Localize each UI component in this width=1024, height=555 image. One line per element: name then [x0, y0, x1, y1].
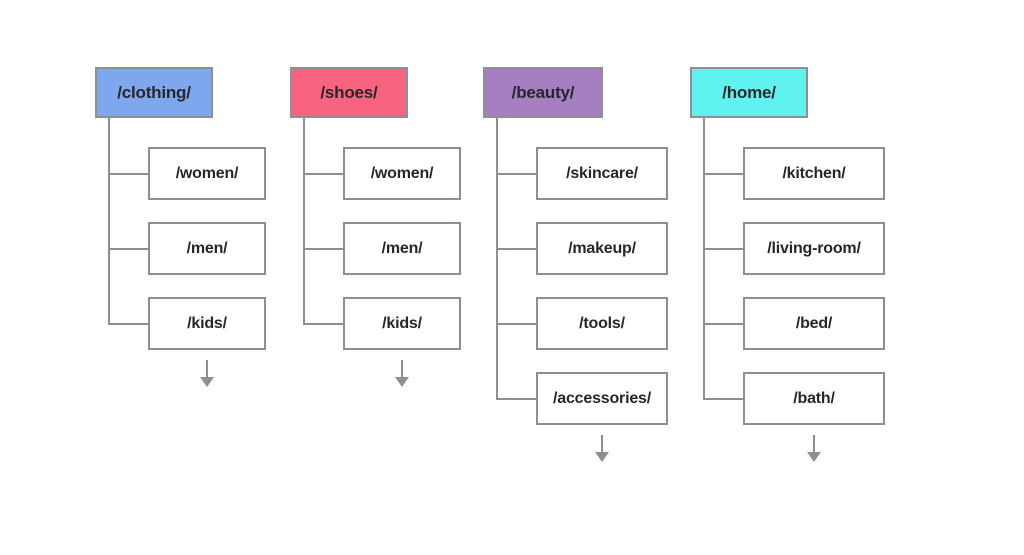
child-node-shoes-2[interactable]: /kids/: [343, 297, 461, 350]
child-node-label: /accessories/: [553, 389, 651, 407]
root-node-label: /clothing/: [117, 83, 191, 102]
child-node-label: /bath/: [793, 389, 835, 407]
child-node-home-1[interactable]: /living-room/: [743, 222, 885, 275]
continuation-arrow-stem: [401, 360, 403, 378]
child-node-label: /women/: [175, 164, 239, 182]
tree-connector-line: [703, 172, 743, 175]
tree-connector-line: [303, 172, 343, 175]
child-node-label: /bed/: [795, 314, 833, 332]
child-node-home-2[interactable]: /bed/: [743, 297, 885, 350]
tree-connector-line: [108, 172, 148, 175]
child-node-clothing-2[interactable]: /kids/: [148, 297, 266, 350]
tree-connector-line: [496, 397, 536, 400]
child-node-label: /men/: [381, 239, 423, 257]
tree-connector-line: [303, 322, 343, 325]
tree-connector-line: [496, 172, 536, 175]
tree-connector-line: [108, 322, 148, 325]
root-node-home[interactable]: /home/: [690, 67, 808, 118]
child-node-label: /tools/: [579, 314, 625, 332]
tree-connector-line: [703, 322, 743, 325]
child-node-beauty-3[interactable]: /accessories/: [536, 372, 668, 425]
child-node-label: /skincare/: [566, 164, 638, 182]
child-node-beauty-1[interactable]: /makeup/: [536, 222, 668, 275]
child-node-clothing-1[interactable]: /men/: [148, 222, 266, 275]
child-node-label: /women/: [370, 164, 434, 182]
child-node-clothing-0[interactable]: /women/: [148, 147, 266, 200]
tree-trunk-line: [703, 118, 705, 399]
root-node-label: /beauty/: [511, 83, 575, 102]
child-node-label: /kitchen/: [782, 164, 846, 182]
root-node-label: /home/: [722, 83, 776, 102]
root-node-shoes[interactable]: /shoes/: [290, 67, 408, 118]
tree-connector-line: [108, 247, 148, 250]
tree-connector-line: [303, 247, 343, 250]
tree-trunk-line: [108, 118, 110, 324]
child-node-home-0[interactable]: /kitchen/: [743, 147, 885, 200]
tree-connector-line: [496, 247, 536, 250]
tree-trunk-line: [496, 118, 498, 399]
continuation-arrow-head-icon: [200, 377, 214, 387]
tree-connector-line: [703, 397, 743, 400]
continuation-arrow-head-icon: [807, 452, 821, 462]
child-node-label: /men/: [186, 239, 228, 257]
child-node-label: /living-room/: [767, 239, 861, 257]
tree-connector-line: [703, 247, 743, 250]
child-node-shoes-1[interactable]: /men/: [343, 222, 461, 275]
child-node-label: /kids/: [382, 314, 422, 332]
root-node-beauty[interactable]: /beauty/: [483, 67, 603, 118]
root-node-label: /shoes/: [320, 83, 378, 102]
child-node-shoes-0[interactable]: /women/: [343, 147, 461, 200]
tree-trunk-line: [303, 118, 305, 324]
continuation-arrow-stem: [206, 360, 208, 378]
continuation-arrow-stem: [601, 435, 603, 453]
child-node-beauty-0[interactable]: /skincare/: [536, 147, 668, 200]
continuation-arrow-stem: [813, 435, 815, 453]
root-node-clothing[interactable]: /clothing/: [95, 67, 213, 118]
child-node-label: /kids/: [187, 314, 227, 332]
continuation-arrow-head-icon: [595, 452, 609, 462]
child-node-label: /makeup/: [568, 239, 636, 257]
continuation-arrow-head-icon: [395, 377, 409, 387]
child-node-home-3[interactable]: /bath/: [743, 372, 885, 425]
tree-connector-line: [496, 322, 536, 325]
child-node-beauty-2[interactable]: /tools/: [536, 297, 668, 350]
